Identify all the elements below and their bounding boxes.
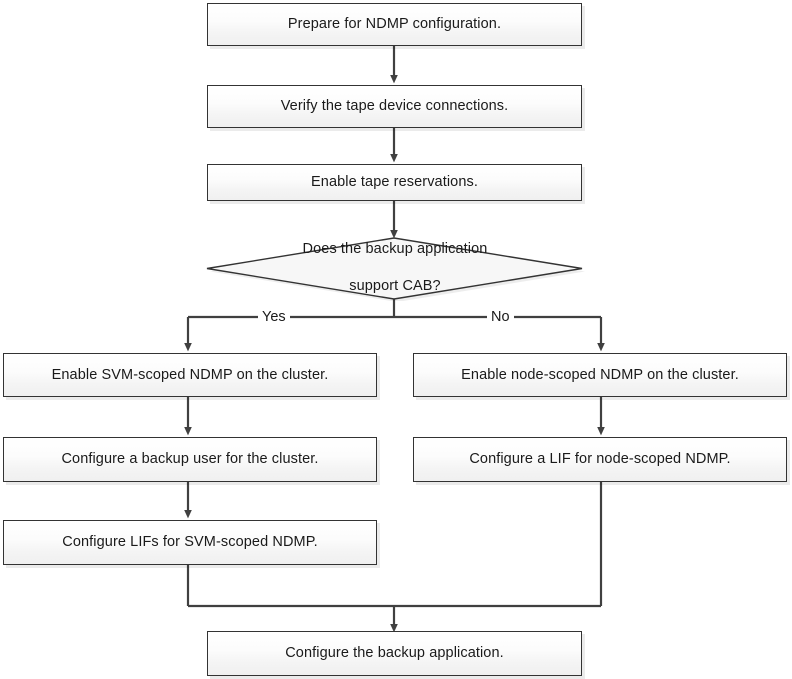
node-label: Verify the tape device connections. <box>280 98 509 115</box>
node-configure-lif-node-scoped-ndmp[interactable]: Configure a LIF for node-scoped NDMP. <box>413 437 787 482</box>
decision-backup-app-supports-cab[interactable]: Does the backup application support CAB? <box>205 235 585 301</box>
node-label: Enable node-scoped NDMP on the cluster. <box>461 366 739 383</box>
node-label: Configure the backup application. <box>285 645 504 662</box>
branch-yes-text: Yes <box>262 309 286 325</box>
node-label: Configure LIFs for SVM-scoped NDMP. <box>62 534 318 551</box>
node-label: Prepare for NDMP configuration. <box>287 16 502 33</box>
node-configure-backup-user[interactable]: Configure a backup user for the cluster. <box>3 437 377 482</box>
diamond-shape <box>206 237 585 301</box>
node-label: Configure a LIF for node-scoped NDMP. <box>469 451 731 468</box>
node-enable-tape-reservations[interactable]: Enable tape reservations. <box>207 164 582 201</box>
node-enable-node-scoped-ndmp[interactable]: Enable node-scoped NDMP on the cluster. <box>413 353 787 397</box>
node-enable-svm-scoped-ndmp[interactable]: Enable SVM-scoped NDMP on the cluster. <box>3 353 377 397</box>
node-label: Configure a backup user for the cluster. <box>61 451 319 468</box>
branch-no-text: No <box>491 309 510 325</box>
branch-label-yes: Yes <box>258 310 290 325</box>
node-label: Enable SVM-scoped NDMP on the cluster. <box>51 366 329 383</box>
node-label: Enable tape reservations. <box>311 174 478 191</box>
node-verify-tape-device-connections[interactable]: Verify the tape device connections. <box>207 85 582 128</box>
node-prepare-ndmp-configuration[interactable]: Prepare for NDMP configuration. <box>207 3 582 46</box>
node-configure-backup-application[interactable]: Configure the backup application. <box>207 631 582 676</box>
node-configure-lifs-svm-scoped-ndmp[interactable]: Configure LIFs for SVM-scoped NDMP. <box>3 520 377 565</box>
branch-label-no: No <box>487 310 514 325</box>
